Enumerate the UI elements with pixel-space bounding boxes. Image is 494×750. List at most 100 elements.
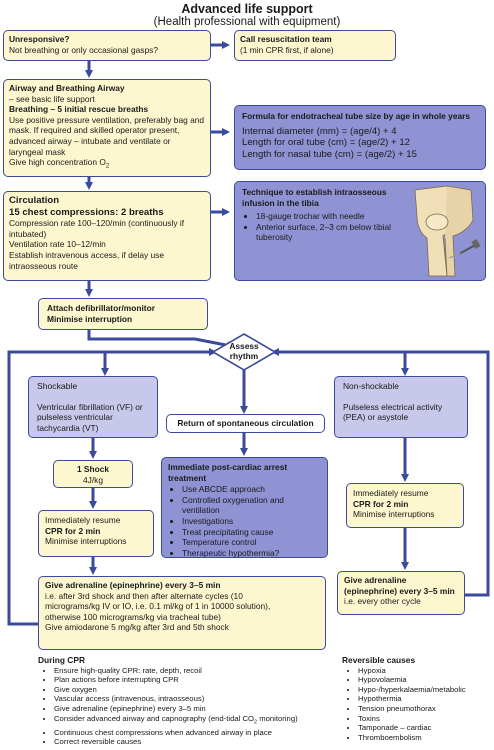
adrenaline-right-heading: Give adrenaline (epinephrine) every 3–5 … [344,575,455,596]
formula-line-3: Length for nasal tube (cm) = (age/2) + 1… [242,148,417,160]
adrenaline-right-box: Give adrenaline (epinephrine) every 3–5 … [337,571,465,615]
during-cpr-item: Give adrenaline (epinephrine) every 3–5 … [54,704,338,714]
airway-box: Airway and Breathing Airway – see basic … [3,79,211,177]
page-title: Advanced life support [181,2,313,16]
adrenaline-left-body: i.e. after 3rd shock and then after alte… [45,590,271,622]
reversible-item: Hypo-/hyperkalaemia/metabolic [358,685,492,695]
nonshockable-text: Pulseless electrical activity (PEA) or a… [343,401,443,423]
resume-left-line3: Minimise interruptions [45,536,127,547]
post-arrest-list: Use ABCDE approach Controlled oxygenatio… [168,484,321,558]
post-arrest-item: Treat precipitating cause [182,527,321,538]
circulation-body1: Compression rate 100–120/min (continuous… [9,218,185,239]
post-arrest-box: Immediate post-cardiac arrest treatment … [161,457,328,558]
during-cpr-item: Continuous chest compressions when advan… [54,728,338,738]
during-cpr-item: Ensure high-quality CPR: rate, depth, re… [54,666,338,676]
reversible-item: Hypothermia [358,694,492,704]
adrenaline-right-body: i.e. every other cycle [344,596,421,607]
resume-left-line2: CPR for 2 min [45,525,101,536]
reversible-section: Reversible causes Hypoxia Hypovolaemia H… [342,655,492,743]
page-subtitle: (Health professional with equipment) [153,16,341,28]
call-team-text: (1 min CPR first, if alone) [240,44,334,55]
intraosseous-heading: Technique to establish intraosseous infu… [242,187,387,208]
nonshockable-label: Non-shockable [343,381,399,391]
resume-right-line1: Immediately resume [353,488,429,498]
adrenaline-left-box: Give adrenaline (epinephrine) every 3–5 … [38,576,326,650]
resume-right-line2: CPR for 2 min [353,498,409,509]
resume-left-box: Immediately resume CPR for 2 min Minimis… [38,510,154,557]
arrow-loop-right [271,348,490,597]
post-arrest-item: Investigations [182,516,321,527]
reversible-item: Thromboembolism [358,733,492,743]
formula-box: Formula for endotracheal tube size by ag… [234,105,486,170]
arrow-defib-to-assess [87,330,235,350]
resume-left-line1: Immediately resume [45,515,121,525]
during-cpr-item: Vascular access (intravenous, intraosseo… [54,694,338,704]
during-cpr-item: Consider advanced airway and capnography… [54,714,338,728]
circulation-heading: Circulation [9,195,60,206]
one-shock-line2: 4J/kg [82,474,104,485]
resume-right-line3: Minimise interruptions [353,509,435,520]
defib-line2: Minimise interruption [47,313,133,324]
airway-oxygen-text: Give high concentration O [9,157,106,168]
post-arrest-heading: Immediate post-cardiac arrest treatment [168,462,288,483]
reversible-item: Tension pneumothorax [358,704,492,714]
assess-line2: rhythm [229,351,259,362]
formula-line-2: Length for oral tube (cm) = (age/2) + 12 [242,137,410,149]
circulation-subheading: 15 chest compressions: 2 breaths [9,206,164,218]
shockable-label: Shockable [37,381,78,391]
intraosseous-box: Technique to establish intraosseous infu… [234,181,486,281]
post-arrest-item: Use ABCDE approach [182,484,321,495]
circulation-body3: Establish intravenous access, if delay u… [9,249,165,271]
defib-line1: Attach defibrillator/monitor [47,303,155,313]
unresponsive-text: Not breathing or only occasional gasps? [9,44,158,55]
airway-line1: – see basic life support [9,93,95,104]
during-cpr-capno-tail: monitoring) [257,713,298,723]
knee-illustration [414,185,481,277]
during-cpr-capno-sub: 2 [254,719,258,726]
reversible-item: Hypovolaemia [358,675,492,685]
one-shock-box: 1 Shock 4J/kg [53,460,133,488]
nonshockable-box: Non-shockable Pulseless electrical activ… [334,376,468,438]
post-arrest-item: Therapeutic hypothermia? [182,548,321,559]
during-cpr-capno-text: Consider advanced airway and capnography… [54,713,254,723]
assess-line1: Assess [229,341,259,351]
adrenaline-left-amiodarone: Give amiodarone 5 mg/kg after 3rd and 5t… [45,622,229,633]
resume-right-box: Immediately resume CPR for 2 min Minimis… [346,483,464,528]
intraosseous-item: 18-gauge trochar with needle [256,211,416,222]
formula-line-1: Internal diameter (mm) = (age/4) + 4 [242,125,397,137]
airway-body: Use positive pressure ventilation, prefe… [9,114,205,157]
circulation-body2: Ventilation rate 10–12/min [9,239,106,250]
post-arrest-item: Temperature control [182,537,321,548]
circulation-box: Circulation 15 chest compressions: 2 bre… [3,191,211,281]
call-team-box: Call resuscitation team (1 min CPR first… [234,30,396,61]
assess-diamond [211,333,277,371]
post-arrest-item: Controlled oxygenation and ventilation [182,495,321,516]
call-team-heading: Call resuscitation team [240,34,332,44]
shockable-box: Shockable Ventricular fibrillation (VF) … [28,376,158,438]
arrow-assess-to-nonshockable [275,350,409,376]
during-cpr-item: Plan actions before interrupting CPR [54,675,338,685]
airway-heading: Airway and Breathing Airway [9,83,125,93]
assess-rhythm: Assess rhythm [213,341,275,362]
intraosseous-item: Anterior surface, 2–3 cm below tibial tu… [256,222,416,243]
during-cpr-section: During CPR Ensure high-quality CPR: rate… [38,655,338,747]
reversible-item: Hypoxia [358,666,492,676]
reversible-heading: Reversible causes [342,655,416,665]
intraosseous-list: 18-gauge trochar with needle Anterior su… [242,211,416,243]
adrenaline-left-heading: Give adrenaline (epinephrine) every 3–5 … [45,580,221,590]
unresponsive-heading: Unresponsive? [9,34,70,44]
airway-line2: Breathing – 5 initial rescue breaths [9,104,149,115]
reversible-item: Tamponade – cardiac [358,723,492,733]
during-cpr-item: Give oxygen [54,685,338,695]
arrow-loop-left [7,348,217,626]
during-cpr-heading: During CPR [38,655,85,665]
during-cpr-item: Correct reversible causes [54,737,338,747]
shockable-text: Ventricular fibrillation (VF) or pulsele… [37,401,143,433]
during-cpr-list: Ensure high-quality CPR: rate, depth, re… [38,666,338,747]
one-shock-line1: 1 Shock [76,464,110,474]
airway-oxygen: Give high concentration O2 [9,157,205,172]
formula-heading: Formula for endotracheal tube size by ag… [242,111,471,121]
reversible-list: Hypoxia Hypovolaemia Hypo-/hyperkalaemia… [342,666,492,743]
airway-oxygen-sub: 2 [105,163,110,170]
